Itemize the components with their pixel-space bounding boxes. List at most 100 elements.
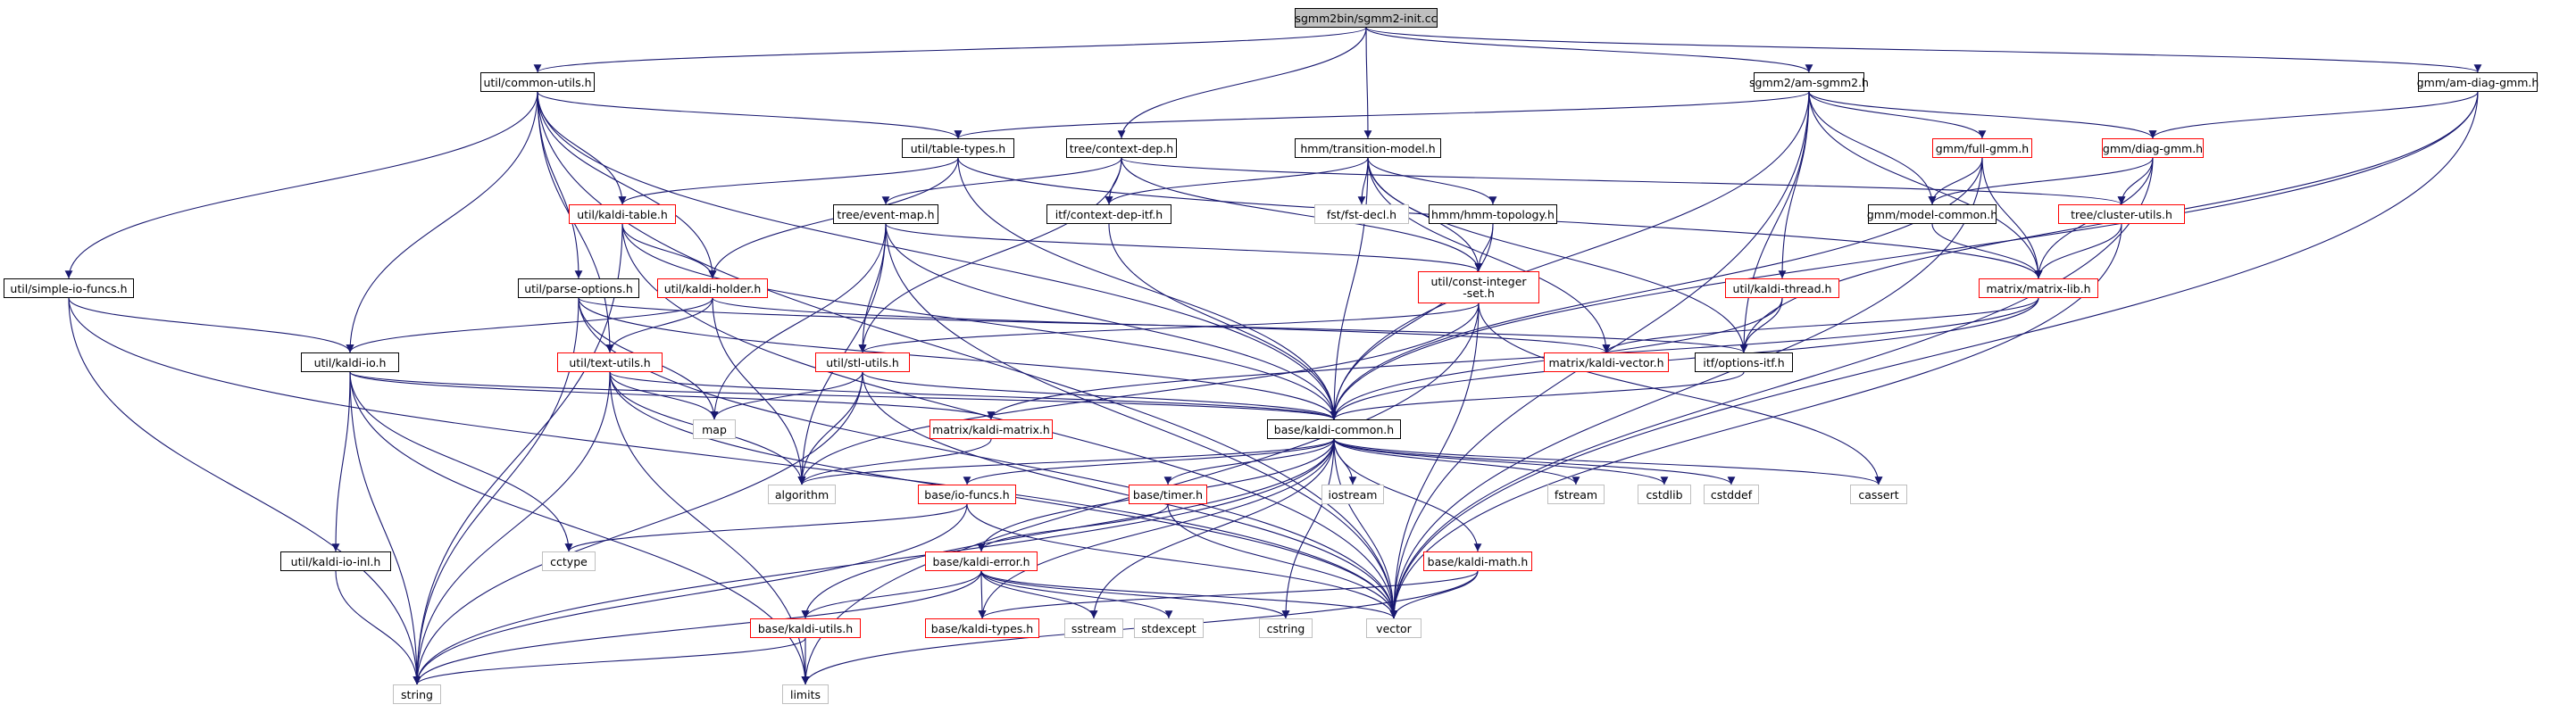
edge-tree-cluster-utils-to-matrix-matrix-lib [2034, 223, 2122, 279]
edge-sgmm2-am-sgmm2-to-base-kaldi-common [1330, 91, 1810, 420]
edge-util-kaldi-io-to-cctype [349, 371, 573, 552]
edge-util-const-integer-set-to-util-stl-utils [858, 303, 1480, 353]
edge-base-kaldi-error-to-vector [980, 570, 1398, 619]
node-base-kaldi-math[interactable]: base/kaldi-math.h [1423, 551, 1532, 571]
node-tree-cluster-utils[interactable]: tree/cluster-utils.h [2058, 204, 2185, 224]
node-base-kaldi-common[interactable]: base/kaldi-common.h [1267, 419, 1401, 439]
edge-hmm-transition-model-to-itf-options-itf [1367, 157, 1748, 353]
edge-gmm-am-diag-gmm-to-vector [1389, 91, 2479, 619]
edge-util-stl-utils-to-vector [862, 371, 1398, 619]
edge-sgmm2-am-sgmm2-to-itf-options-itf [1739, 91, 1810, 353]
node-base-io-funcs[interactable]: base/io-funcs.h [918, 485, 1016, 504]
edge-base-kaldi-error-to-base-kaldi-types [978, 570, 987, 619]
edge-sgmm2-am-sgmm2-to-matrix-matrix-lib [1808, 91, 2043, 279]
node-util-text-utils[interactable]: util/text-utils.h [557, 352, 663, 372]
node-hmm-hmm-topology[interactable]: hmm/hmm-topology.h [1429, 204, 1557, 224]
node-string: string [393, 684, 441, 704]
edge-matrix-kaldi-matrix-to-algorithm [797, 438, 992, 485]
node-itf-options-itf[interactable]: itf/options-itf.h [1695, 352, 1793, 372]
edge-base-io-funcs-to-vector [966, 503, 1398, 619]
node-util-kaldi-thread[interactable]: util/kaldi-thread.h [1725, 278, 1839, 298]
edge-hmm-transition-model-to-matrix-kaldi-vector [1367, 157, 1611, 353]
node-cassert: cassert [1850, 485, 1907, 504]
edge-util-kaldi-io-to-string [349, 371, 421, 685]
edge-tree-context-dep-to-util-stl-utils [858, 157, 1122, 353]
node-util-const-integer-set[interactable]: util/const-integer -set.h [1418, 271, 1539, 303]
node-gmm-full-gmm[interactable]: gmm/full-gmm.h [1932, 138, 2032, 158]
edge-base-kaldi-common-to-string [413, 438, 1335, 685]
edge-base-kaldi-error-to-cstring [980, 570, 1290, 619]
edge-sgmm2-am-sgmm2-to-gmm-model-common [1808, 91, 1937, 205]
edge-hmm-transition-model-to-itf-context-dep-itf [1105, 157, 1369, 205]
edge-util-common-utils-to-base-kaldi-common [537, 91, 1338, 420]
node-map: map [693, 419, 736, 439]
edge-tree-event-map-to-map [710, 223, 887, 420]
edge-util-text-utils-to-map [609, 371, 719, 420]
edge-util-common-utils-to-util-kaldi-io [346, 91, 538, 353]
node-sgmm2-am-sgmm2[interactable]: sgmm2/am-sgmm2.h [1749, 72, 1869, 92]
edge-gmm-full-gmm-to-vector [1389, 157, 1983, 619]
edge-util-const-integer-set-to-cassert [1478, 303, 1883, 485]
edge-base-kaldi-math-to-vector [1389, 570, 1479, 619]
node-sgmm2bin-sgmm2-init: sgmm2bin/sgmm2-init.cc [1295, 8, 1438, 28]
edge-sgmm2-am-sgmm2-to-util-table-types [954, 91, 1810, 139]
node-tree-event-map[interactable]: tree/event-map.h [833, 204, 938, 224]
edge-gmm-am-diag-gmm-to-gmm-diag-gmm [2148, 91, 2479, 139]
node-util-simple-io-funcs[interactable]: util/simple-io-funcs.h [4, 278, 134, 298]
node-util-kaldi-io[interactable]: util/kaldi-io.h [301, 352, 399, 372]
node-gmm-am-diag-gmm[interactable]: gmm/am-diag-gmm.h [2417, 72, 2538, 92]
edge-util-simple-io-funcs-to-util-kaldi-io [68, 297, 354, 353]
edge-util-kaldi-io-to-util-kaldi-io-inl [331, 371, 351, 552]
edge-base-kaldi-error-to-string [413, 570, 982, 685]
node-util-kaldi-io-inl[interactable]: util/kaldi-io-inl.h [280, 551, 391, 571]
edge-base-kaldi-common-to-algorithm [797, 438, 1335, 485]
node-hmm-transition-model[interactable]: hmm/transition-model.h [1295, 138, 1441, 158]
node-util-parse-options[interactable]: util/parse-options.h [518, 278, 639, 298]
edge-util-common-utils-to-vector [537, 91, 1398, 619]
node-matrix-kaldi-vector[interactable]: matrix/kaldi-vector.h [1544, 352, 1669, 372]
node-sstream: sstream [1064, 618, 1123, 638]
edge-tree-context-dep-to-itf-context-dep-itf [1105, 157, 1122, 205]
node-gmm-diag-gmm[interactable]: gmm/diag-gmm.h [2102, 138, 2204, 158]
node-util-kaldi-table[interactable]: util/kaldi-table.h [569, 204, 676, 224]
edge-gmm-model-common-to-matrix-matrix-lib [1931, 223, 2043, 279]
edge-util-stl-utils-to-string [413, 371, 863, 685]
edge-tree-cluster-utils-to-vector [1389, 223, 2122, 619]
edge-gmm-diag-gmm-to-vector [1389, 157, 2154, 619]
edge-matrix-matrix-lib-to-base-kaldi-common [1330, 297, 2039, 420]
edge-tree-event-map-to-vector [885, 223, 1398, 619]
node-itf-context-dep-itf[interactable]: itf/context-dep-itf.h [1046, 204, 1171, 224]
edge-util-kaldi-holder-to-algorithm [712, 297, 806, 485]
edge-sgmm2bin-sgmm2-init-to-sgmm2-am-sgmm2 [1365, 27, 1813, 73]
node-base-kaldi-utils[interactable]: base/kaldi-utils.h [750, 618, 861, 638]
edge-base-timer-to-vector [1167, 503, 1398, 619]
node-util-kaldi-holder[interactable]: util/kaldi-holder.h [657, 278, 768, 298]
node-util-common-utils[interactable]: util/common-utils.h [480, 72, 595, 92]
node-base-kaldi-types[interactable]: base/kaldi-types.h [925, 618, 1039, 638]
edge-util-const-integer-set-to-vector [1389, 303, 1480, 619]
node-cstddef: cstddef [1704, 485, 1759, 504]
node-base-timer[interactable]: base/timer.h [1129, 485, 1207, 504]
node-fst-fst-decl: fst/fst-decl.h [1314, 204, 1409, 224]
edge-base-io-funcs-to-cctype [564, 503, 968, 552]
node-util-table-types[interactable]: util/table-types.h [902, 138, 1014, 158]
edge-base-kaldi-common-to-cassert [1333, 438, 1883, 485]
node-matrix-kaldi-matrix[interactable]: matrix/kaldi-matrix.h [930, 419, 1053, 439]
edge-base-kaldi-common-to-base-io-funcs [963, 438, 1335, 485]
edge-util-kaldi-table-to-util-kaldi-holder [621, 223, 717, 279]
edge-util-kaldi-holder-to-util-text-utils [605, 297, 713, 353]
node-matrix-matrix-lib[interactable]: matrix/matrix-lib.h [1979, 278, 2098, 298]
node-util-stl-utils[interactable]: util/stl-utils.h [815, 352, 910, 372]
edge-base-kaldi-common-to-base-kaldi-math [1333, 438, 1482, 552]
edge-sgmm2bin-sgmm2-init-to-hmm-transition-model [1363, 27, 1372, 139]
edge-gmm-am-diag-gmm-to-base-kaldi-common [1330, 91, 2479, 420]
edge-util-kaldi-table-to-string [413, 223, 623, 685]
node-tree-context-dep[interactable]: tree/context-dep.h [1066, 138, 1177, 158]
edge-itf-options-itf-to-base-kaldi-common [1330, 371, 1745, 420]
node-base-kaldi-error[interactable]: base/kaldi-error.h [925, 551, 1038, 571]
node-gmm-model-common[interactable]: gmm/model-common.h [1867, 204, 1997, 224]
edge-sgmm2-am-sgmm2-to-gmm-full-gmm [1808, 91, 1987, 139]
node-cstdlib: cstdlib [1638, 485, 1691, 504]
edge-util-stl-utils-to-algorithm [797, 371, 863, 485]
edge-matrix-matrix-lib-to-matrix-kaldi-vector [1602, 297, 2039, 353]
